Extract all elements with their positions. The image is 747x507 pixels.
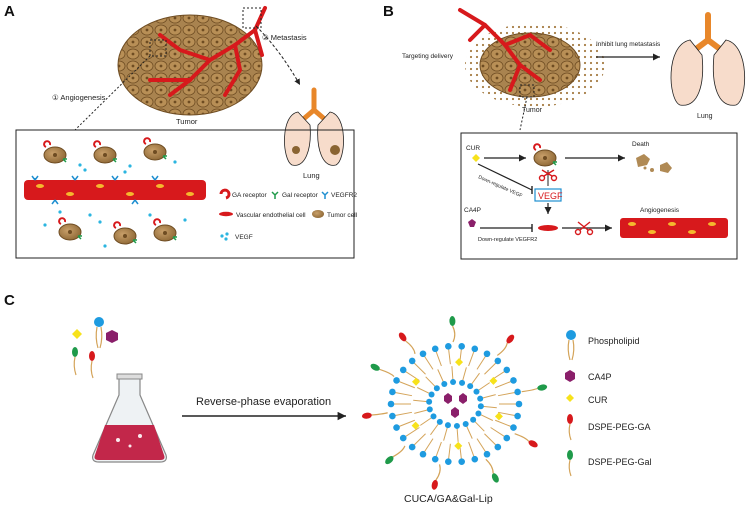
legend-vegf: VEGF [235,234,253,241]
ca4p-icon [565,370,575,382]
tumor-cells-a [43,137,177,245]
tumor-label-a: Tumor [176,117,198,126]
inset-box-a [15,129,355,259]
death-label: Death [632,141,650,148]
endothelial-cell-b [538,225,558,231]
cur-label-b: CUR [466,145,480,152]
product-label: CUCA/GA&Gal-Lip [404,493,493,505]
legend-dspe-ga: DSPE-PEG-GA [588,422,651,432]
ga-receptor-icon [219,188,231,200]
liposome [361,316,548,490]
legend-vascular-cell: Vascular endothelial cell [236,212,306,219]
legend-tumor-cell: Tumor cell [327,212,358,219]
vegf-box-label: VEGF [538,191,563,201]
ca4p-hexagon-icon [468,219,476,227]
inhibit-label: Inhibit lung metastasis [596,41,661,48]
legend-cur: CUR [588,395,608,405]
tumor-cell-b [533,143,557,167]
angiogenesis-label-b: Angiogenesis [640,207,680,214]
panel-b-letter: B [383,3,394,20]
vegfr2-icon [321,191,329,199]
vessel-b [620,218,728,238]
legend-ca4p: CA4P [588,372,612,382]
dspe-peg-ga-icon [567,414,573,424]
cur-icon [566,394,574,402]
legend-phospholipid: Phospholipid [588,336,640,346]
vessel-a [24,175,206,205]
legend-a: GA receptor Gal receptor VEGFR2 Vascular… [219,188,358,241]
vegf-icon [220,232,229,241]
process-label: Reverse-phase evaporation [196,396,331,408]
legend-vegfr2: VEGFR2 [331,192,357,199]
tumor-label-b: Tumor [522,107,543,114]
lung-a [284,87,344,166]
legend-ga-receptor: GA receptor [232,192,268,199]
vegf-dots-a [43,160,187,248]
angiogenesis-label: ① Angiogenesis [52,93,106,102]
phospholipid-icon [566,330,576,340]
gal-receptor-icon [271,191,279,199]
lung-label-b: Lung [697,113,713,120]
legend-dspe-gal: DSPE-PEG-Gal [588,457,652,467]
down-vegfr2-label: Down-regulate VEGFR2 [478,237,537,243]
lung-label-a: Lung [303,171,320,180]
raw-materials [72,317,118,379]
dead-cells [636,154,672,173]
zoom-line-a [74,55,151,131]
metastasis-label: ② Metastasis [262,33,307,42]
inset-box-b [460,132,738,260]
scissors-icon [538,169,558,182]
tumor-mass-b [458,8,605,107]
legend-gal-receptor: Gal receptor [282,192,319,199]
tumor-cell-icon [312,210,324,218]
scissors-icon-2 [574,221,594,236]
flask-icon [92,373,167,463]
cur-diamond-icon [472,154,480,162]
down-vegf-label: Down-regulate VEGF [477,174,523,199]
vegf-box [534,188,562,202]
tumor-mass-a [117,6,267,116]
legend-c: Phospholipid CA4P CUR DSPE-PEG-GA DSPE-P… [565,330,652,477]
dspe-peg-gal-icon [567,450,573,460]
vascular-cell-icon [219,211,233,217]
lung-b [670,12,745,106]
metastasis-arrow [255,25,301,86]
down-vegf-inhibit [477,163,533,191]
panel-c-letter: C [4,292,15,309]
panel-a-letter: A [4,3,15,20]
ca4p-label-b: CA4P [464,207,481,214]
targeting-label: Targeting delivery [402,53,454,60]
zoom-line-b [519,96,528,131]
